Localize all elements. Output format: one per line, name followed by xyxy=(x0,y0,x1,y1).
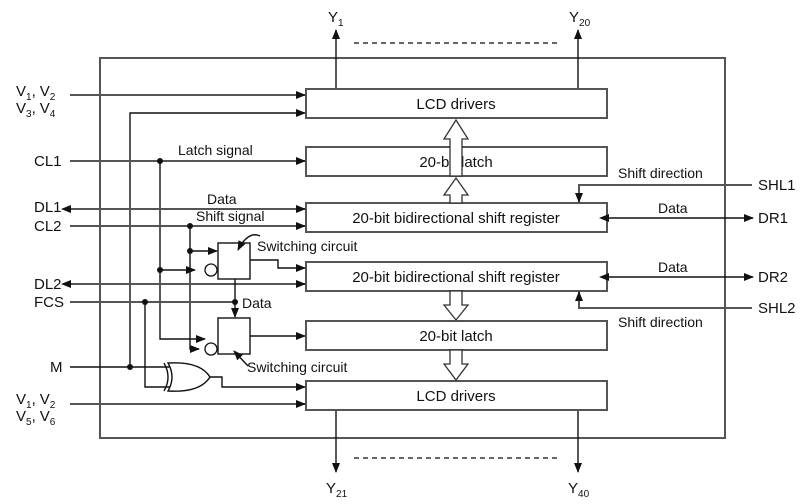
dr2-label: DR2 xyxy=(758,269,788,286)
dl1-label: DL1 xyxy=(34,199,62,216)
shl2-line xyxy=(575,291,752,309)
dl2-label: DL2 xyxy=(34,276,62,293)
xor-to-lcd-bottom-line xyxy=(210,376,306,391)
cl2-label: CL2 xyxy=(34,218,62,235)
output-label-y20: Y20 xyxy=(569,9,591,29)
inverter-bubble-bottom xyxy=(204,342,218,356)
shift-direction-top-label: Shift direction xyxy=(618,165,703,181)
xor-gate xyxy=(163,362,211,392)
switching-circuit-bottom-label: Switching circuit xyxy=(247,359,347,375)
v-top-label-line1: V1,V2 xyxy=(16,83,56,103)
v-bottom-label-line1: V1,V2 xyxy=(16,391,56,411)
output-label-y40: Y40 xyxy=(568,480,590,500)
switching-top-pointer xyxy=(237,234,261,251)
switch-top-to-shift-bottom-line xyxy=(250,259,306,272)
bus-arrow-shift-to-latch-top xyxy=(442,176,470,204)
inverter-bubble-top xyxy=(204,263,218,277)
dr1-label: DR1 xyxy=(758,210,788,227)
data-right-top-label: Data xyxy=(658,200,688,216)
lcd-drivers-top-block xyxy=(305,88,608,119)
data-right-bottom-label: Data xyxy=(658,259,688,275)
latch-signal-label: Latch signal xyxy=(178,142,253,158)
data-left-label: Data xyxy=(207,191,237,207)
bus-arrow-latch-to-lcd-top xyxy=(442,118,470,177)
fcs-to-xor-line xyxy=(144,302,170,388)
v-top-label-line2: V3,V4 xyxy=(16,100,56,120)
shl2-label: SHL2 xyxy=(758,300,796,317)
shift-register-bottom-label: 20-bit bidirectional shift register xyxy=(352,269,560,286)
lcd-drivers-bottom-label: LCD drivers xyxy=(416,388,495,405)
shift-register-bottom-block xyxy=(305,261,608,292)
cl1-label: CL1 xyxy=(34,153,62,170)
shl1-line xyxy=(575,184,752,203)
fcs-label: FCS xyxy=(34,294,64,311)
switching-bottom-pointer xyxy=(233,350,249,367)
cl2-to-bottom-switch-line xyxy=(189,226,200,353)
shift-signal-label: Shift signal xyxy=(196,208,264,224)
lcd-drivers-bottom-block xyxy=(305,380,608,411)
m-junction xyxy=(127,364,133,370)
switching-circuit-top xyxy=(217,242,251,280)
output-label-y21: Y21 xyxy=(326,480,348,500)
shift-direction-bottom-label: Shift direction xyxy=(618,314,703,330)
switching-circuit-bottom xyxy=(217,317,251,355)
bus-arrow-latch-to-lcd-bottom xyxy=(442,349,470,382)
bus-arrow-shift-to-latch-bottom xyxy=(442,290,470,322)
output-label-y1: Y1 xyxy=(328,9,344,29)
lcd-drivers-top-label: LCD drivers xyxy=(416,96,495,113)
data-mid-label: Data xyxy=(242,295,272,311)
v-bottom-label-line2: V5,V6 xyxy=(16,408,56,428)
switching-circuit-top-label: Switching circuit xyxy=(257,238,357,254)
shift-register-top-label: 20-bit bidirectional shift register xyxy=(352,210,560,227)
latch-bottom-label: 20-bit latch xyxy=(419,328,492,345)
m-label: M xyxy=(50,359,63,376)
latch-bottom-block xyxy=(305,320,608,351)
shl1-label: SHL1 xyxy=(758,177,796,194)
